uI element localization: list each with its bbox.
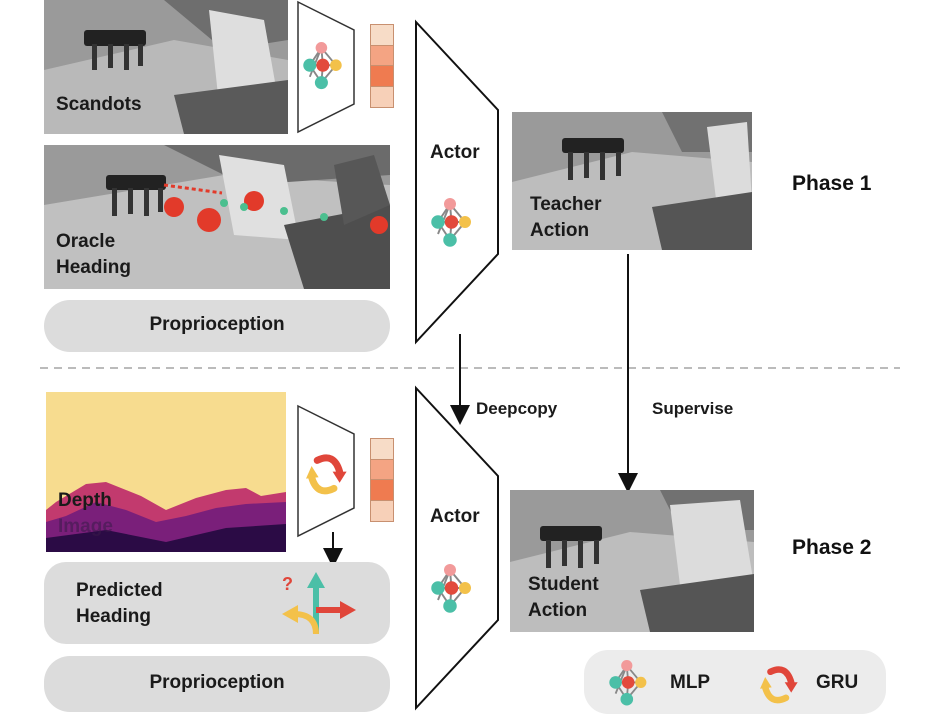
legend-mlp-label: MLP: [670, 672, 711, 693]
student-latent-vector: [370, 438, 394, 522]
teacher-action-label-1: Teacher: [530, 194, 602, 215]
robot-icon: [84, 30, 146, 70]
scandots-image: Scandots: [44, 0, 288, 134]
robot-icon: [106, 175, 166, 216]
depth-label-1: Depth: [58, 490, 112, 511]
legend-gru-label: GRU: [816, 672, 859, 693]
depth-image: Depth Image: [46, 392, 286, 552]
predicted-heading-label-1: Predicted: [76, 580, 163, 601]
depth-image-art: [46, 392, 286, 552]
supervise-label: Supervise: [652, 399, 734, 418]
scandots-encoder: [297, 0, 355, 134]
heading-arrows-icon: [282, 572, 356, 635]
depth-encoder: [297, 404, 355, 538]
phase-2-label: Phase 2: [792, 536, 872, 559]
teacher-latent-vector: [370, 24, 394, 108]
teacher-action-image: Teacher Action: [512, 112, 752, 250]
student-scene-art: [510, 490, 754, 632]
teacher-scene-art: [512, 112, 752, 250]
student-proprioception-input: Proprioception: [44, 656, 390, 712]
question-mark: ?: [282, 574, 293, 594]
teacher-proprioception-input: Proprioception: [44, 300, 390, 352]
predicted-heading-input: Predicted Heading ?: [44, 562, 390, 644]
oracle-heading-markers: [163, 183, 388, 234]
teacher-action-label-2: Action: [530, 220, 590, 241]
predicted-heading-label-2: Heading: [76, 606, 151, 627]
proprioception-label: Proprioception: [149, 314, 285, 335]
teacher-actor-label: Actor: [430, 142, 480, 163]
oracle-heading-image: Oracle Heading: [44, 145, 390, 289]
teacher-actor-network: [415, 19, 499, 345]
proprioception-label: Proprioception: [149, 672, 285, 693]
student-action-label-2: Action: [528, 600, 588, 621]
student-actor-label: Actor: [430, 506, 480, 527]
student-action-label-1: Student: [528, 574, 599, 595]
mlp-icon: [608, 660, 648, 706]
phase-1-label: Phase 1: [792, 172, 872, 195]
legend: MLP GRU: [584, 650, 886, 714]
student-action-image: Student Action: [510, 490, 754, 632]
scandots-label: Scandots: [56, 94, 142, 115]
depth-label-2: Image: [58, 516, 113, 537]
oracle-heading-label-2: Heading: [56, 257, 131, 278]
robot-icon: [562, 138, 624, 180]
deepcopy-label: Deepcopy: [476, 399, 558, 418]
robot-icon: [540, 526, 602, 568]
student-actor-network: [415, 385, 499, 711]
oracle-scene-art: [44, 145, 390, 289]
scandots-scene-art: [44, 0, 288, 134]
phase-separator: [40, 367, 900, 369]
oracle-heading-label-1: Oracle: [56, 231, 116, 252]
gru-icon: [758, 662, 804, 708]
